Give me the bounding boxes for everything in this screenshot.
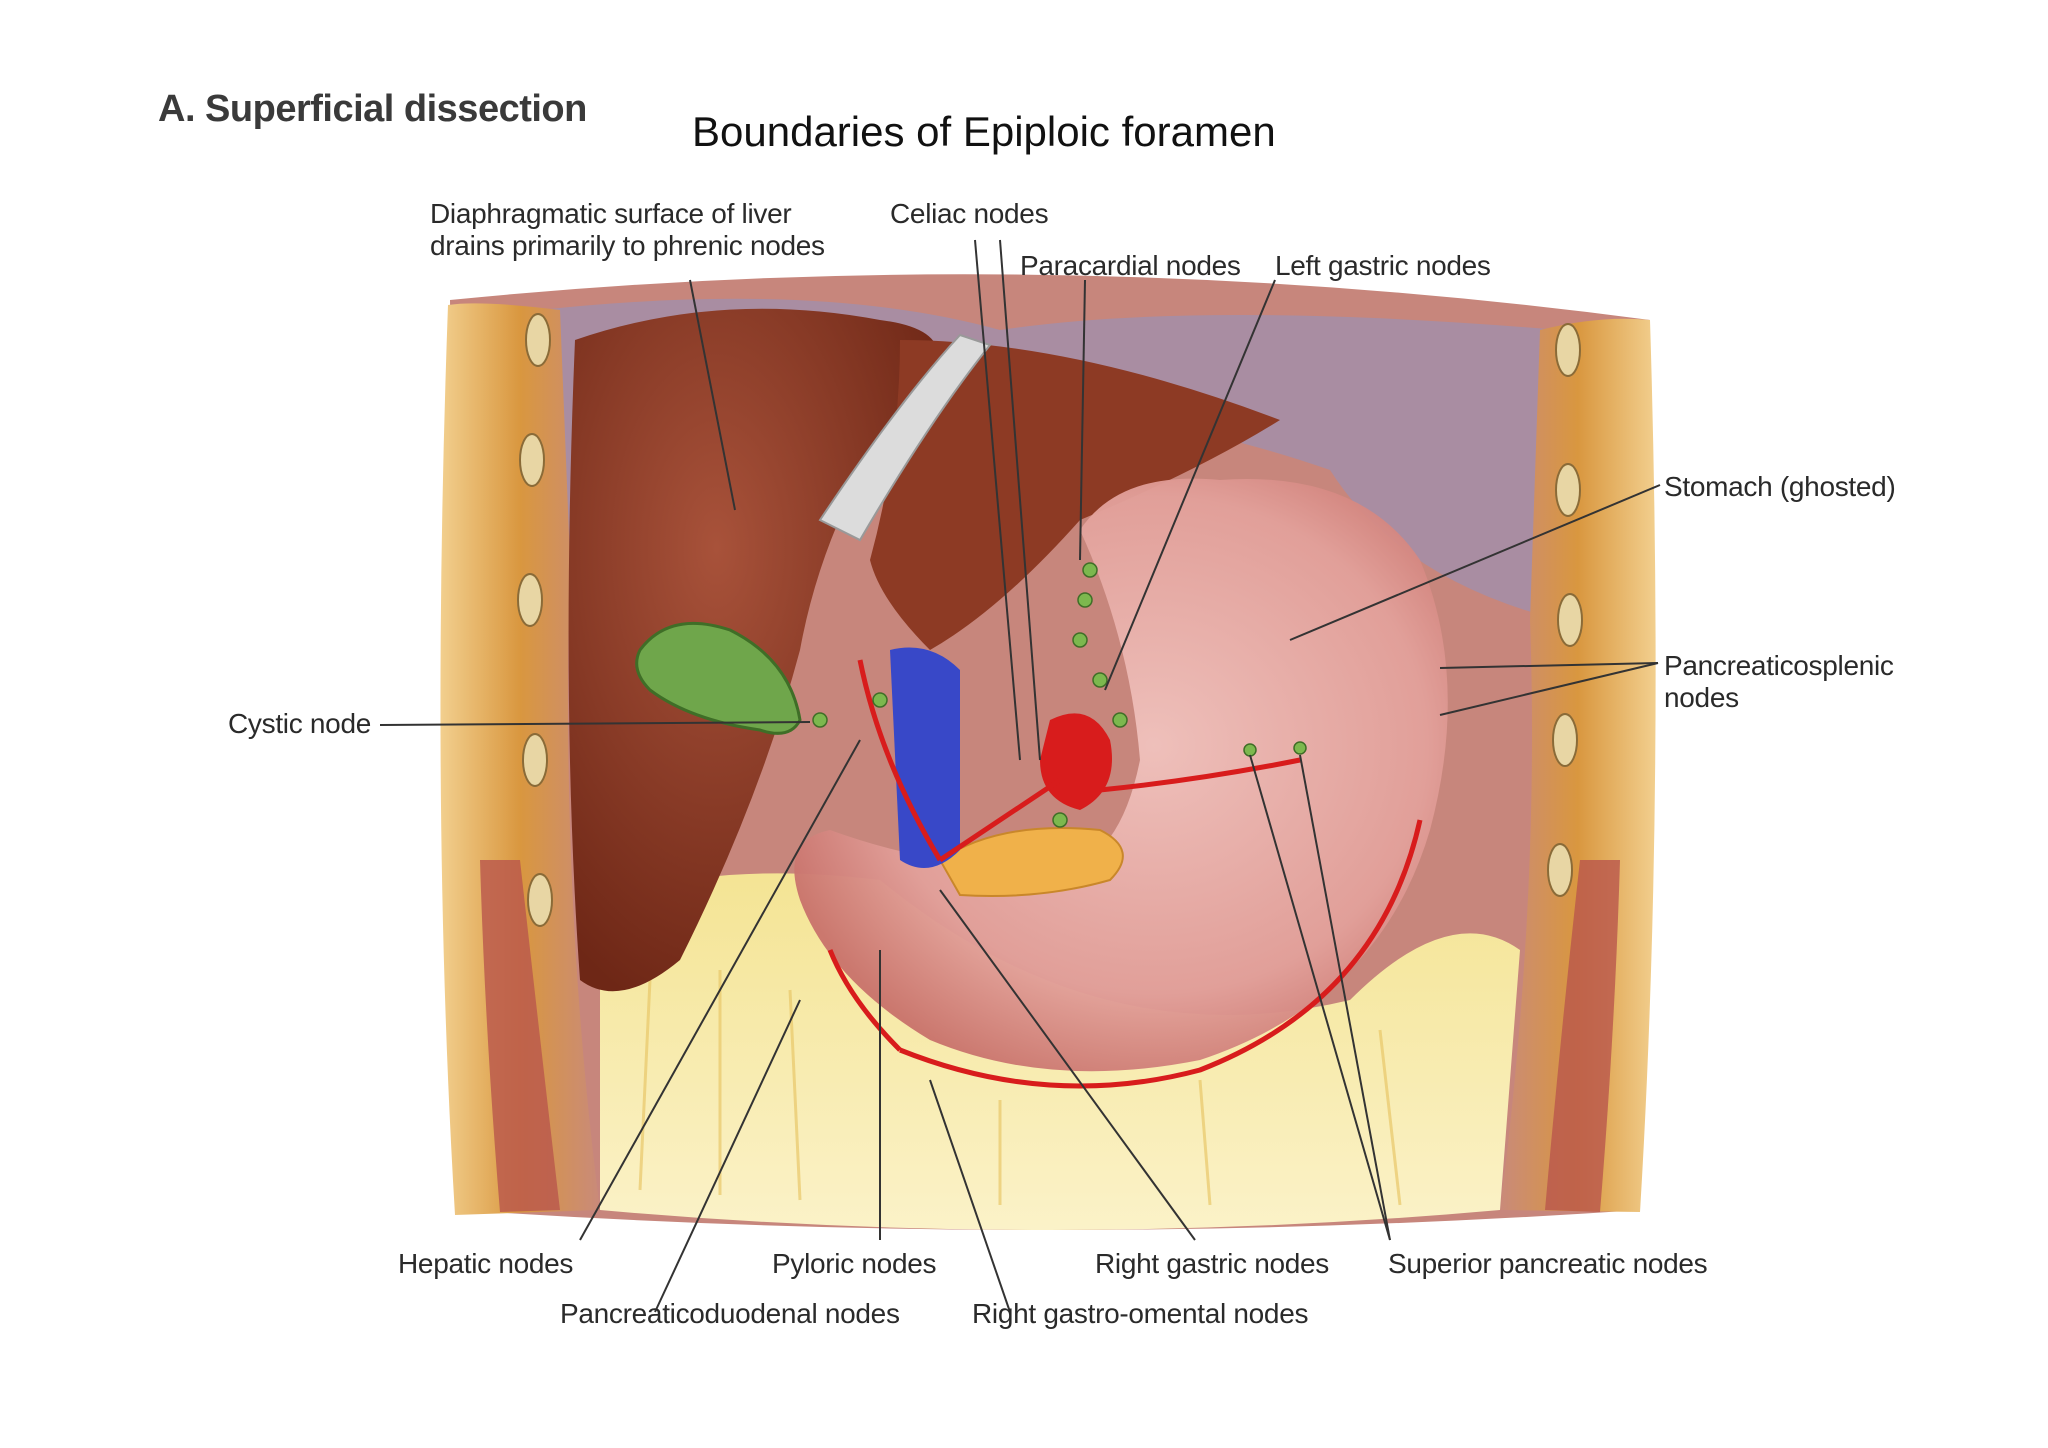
celiac-artery bbox=[1040, 713, 1112, 810]
rectus-muscle-right bbox=[1545, 860, 1620, 1212]
label-superior-pancreatic-nodes: Superior pancreatic nodes bbox=[1388, 1248, 1708, 1279]
rib-segments-left bbox=[517, 313, 553, 927]
label-diaphragmatic-line2: drains primarily to phrenic nodes bbox=[430, 230, 825, 261]
label-right-gastro-omental-nodes: Right gastro-omental nodes bbox=[972, 1298, 1309, 1329]
label-diaphragmatic-surface: Diaphragmatic surface of liver drains pr… bbox=[430, 198, 825, 262]
label-left-gastric-nodes: Left gastric nodes bbox=[1275, 250, 1491, 281]
body-wall-left bbox=[440, 303, 600, 1215]
label-pancreaticoduodenal-nodes: Pancreaticoduodenal nodes bbox=[560, 1298, 900, 1329]
label-paracardial-nodes: Paracardial nodes bbox=[1020, 250, 1241, 281]
main-title: Boundaries of Epiploic foramen bbox=[692, 108, 1276, 155]
pancreas bbox=[938, 827, 1124, 897]
stomach bbox=[794, 478, 1448, 1072]
label-hepatic-nodes: Hepatic nodes bbox=[398, 1248, 574, 1279]
label-pancreaticosplenic-line2: nodes bbox=[1664, 682, 1739, 713]
omentum-streaks bbox=[638, 970, 1402, 1206]
falciform-ligament bbox=[818, 333, 992, 542]
gallbladder bbox=[635, 621, 802, 735]
section-title: A. Superficial dissection bbox=[158, 88, 587, 130]
leader-lines bbox=[379, 239, 1661, 1313]
body-wall-right bbox=[1500, 318, 1656, 1212]
lymph-nodes bbox=[812, 562, 1307, 828]
label-stomach: Stomach (ghosted) bbox=[1664, 471, 1896, 502]
rib-segments-right bbox=[1547, 323, 1583, 897]
label-pyloric-nodes: Pyloric nodes bbox=[772, 1248, 937, 1279]
label-diaphragmatic-line1: Diaphragmatic surface of liver bbox=[430, 198, 792, 229]
portal-vein bbox=[890, 647, 960, 868]
rectus-muscle-left bbox=[480, 860, 560, 1212]
label-celiac-nodes: Celiac nodes bbox=[890, 198, 1049, 229]
liver-left-lobe bbox=[870, 340, 1280, 650]
label-cystic-node: Cystic node bbox=[228, 708, 371, 739]
label-right-gastric-nodes: Right gastric nodes bbox=[1095, 1248, 1329, 1279]
label-pancreaticosplenic-nodes: Pancreaticosplenic nodes bbox=[1664, 650, 1894, 714]
arteries bbox=[827, 659, 1423, 1089]
label-pancreaticosplenic-line1: Pancreaticosplenic bbox=[1664, 650, 1894, 681]
